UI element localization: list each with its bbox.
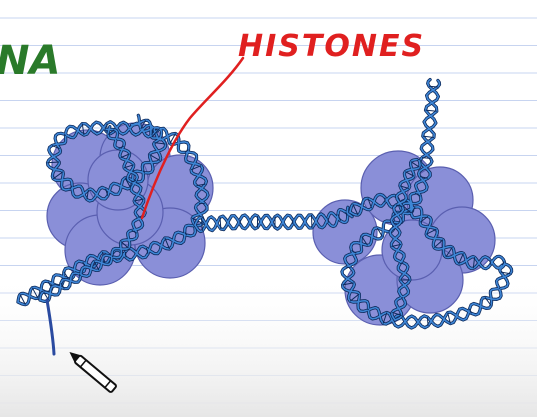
base-pair [349,293,360,302]
base-pair [458,253,464,265]
base-pair [419,215,429,223]
base-pair [428,85,438,88]
base-pair [190,165,202,171]
base-pair [145,247,149,254]
base-pair [399,185,409,189]
base-pair [123,164,134,169]
base-pair [69,185,73,190]
base-pair [426,317,429,326]
pen-cursor-icon [69,352,117,393]
base-pair [351,250,357,254]
base-pair [131,229,138,234]
base-pair [79,273,81,277]
base-pair [51,145,60,150]
dna-strand [17,119,208,306]
base-pair [64,133,66,137]
base-pair [346,266,351,269]
histone-pointer-line [140,56,245,220]
base-pair [133,198,144,202]
dna-strand [39,128,145,303]
base-pair [410,206,416,214]
base-pair [93,261,100,271]
base-pair [120,241,129,249]
base-pair [131,180,137,183]
dna-strand [341,79,513,329]
base-pair [60,282,65,289]
base-pair [111,255,114,258]
base-pair [219,217,222,229]
base-pair [414,192,421,197]
base-pair [376,227,383,237]
base-pair [382,312,388,324]
base-pair [392,220,395,223]
base-pair [196,183,206,187]
base-pair [425,109,437,112]
base-pair [19,294,26,305]
base-pair [47,161,60,164]
base-pair [422,135,434,138]
base-pair [433,239,444,249]
dna-strand [194,206,349,232]
base-pair [120,153,130,159]
base-pair [501,261,505,266]
base-pair [164,237,171,250]
base-pair [105,188,109,196]
base-pair [399,262,404,265]
base-pair [184,232,188,236]
base-pair [337,214,341,221]
base-pair [500,271,511,275]
base-pair [142,170,146,174]
base-pair [352,204,359,216]
base-pair [86,189,89,200]
base-pair [124,251,127,258]
base-pair [169,133,176,144]
base-pair [484,297,492,306]
base-pair [367,308,369,311]
base-pair [342,282,354,286]
base-pair [107,129,115,135]
base-pair [154,142,166,145]
base-pair [81,123,85,136]
base-pair [361,236,368,246]
base-pair [345,211,349,216]
base-pair [140,120,146,130]
dna-label: NA [0,38,60,84]
base-pair [392,311,402,316]
base-pair [200,218,203,231]
base-pair [151,127,154,136]
base-pair [137,216,142,218]
histone-protein [87,149,149,211]
base-pair [184,149,189,153]
base-pair [391,243,402,247]
base-pair [410,161,420,168]
base-pair [395,204,403,208]
base-pair [124,177,132,189]
base-pair [421,157,431,159]
base-pair [419,176,428,179]
base-pair [367,198,373,209]
base-pair [31,287,39,299]
base-pair [327,217,329,223]
base-pair [425,228,437,235]
dna-strand [390,159,421,321]
base-pair [149,154,161,161]
pen-marker-stroke [45,298,56,356]
dna-double-helix [16,78,514,330]
base-pair [445,246,453,258]
base-pair [118,145,124,150]
base-pair [498,287,501,290]
base-pair [472,257,476,269]
base-pair [63,271,69,279]
base-pair [447,312,451,324]
base-pair [469,308,472,314]
histones-label: HISTONES [238,29,425,64]
base-pair [52,171,64,180]
base-pair [405,171,415,177]
base-pair [151,128,161,138]
